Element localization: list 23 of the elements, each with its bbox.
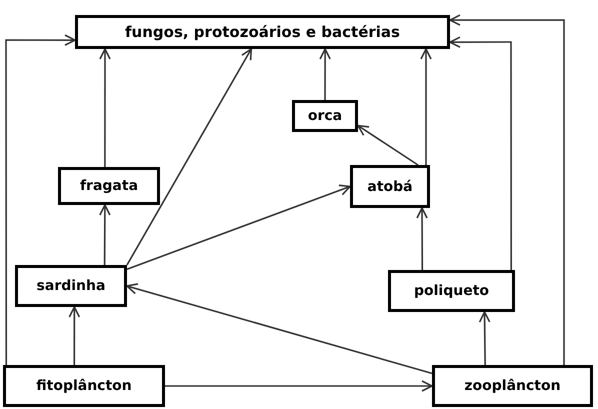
arrow bbox=[5, 34, 76, 365]
arrow bbox=[420, 48, 432, 165]
arrow bbox=[99, 48, 111, 167]
species-box: fitoplâncton bbox=[3, 365, 165, 407]
arrow bbox=[165, 380, 433, 392]
arrow bbox=[126, 184, 351, 270]
arrow bbox=[478, 311, 490, 365]
arrow bbox=[449, 14, 565, 365]
arrow bbox=[416, 207, 428, 270]
arrow bbox=[357, 124, 418, 166]
arrow bbox=[126, 283, 432, 374]
species-box: fungos, protozoários e bactérias bbox=[75, 15, 450, 49]
species-box: zooplâncton bbox=[432, 365, 593, 407]
arrow bbox=[68, 306, 80, 365]
species-box: atobá bbox=[350, 165, 430, 208]
species-box: sardinha bbox=[15, 265, 127, 307]
arrow bbox=[319, 48, 331, 100]
species-box: poliqueto bbox=[388, 270, 515, 312]
arrow bbox=[99, 204, 111, 265]
species-box: orca bbox=[292, 100, 358, 132]
arrow bbox=[126, 48, 252, 266]
species-box: fragata bbox=[58, 167, 160, 205]
arrow bbox=[449, 36, 512, 270]
